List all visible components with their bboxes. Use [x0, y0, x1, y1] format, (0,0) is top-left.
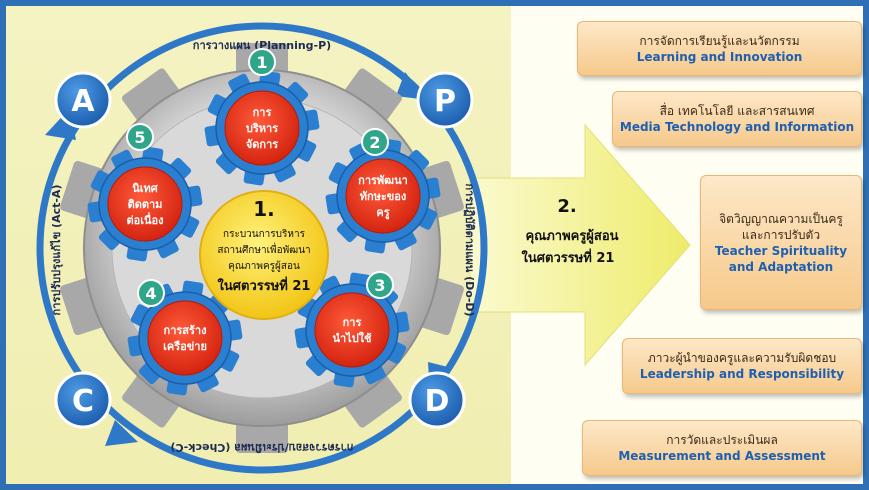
do-label: การปฏิบัติตามแผน (Do-D) — [463, 183, 476, 316]
gear-5-line-1: นิเทศ — [132, 182, 159, 195]
outcome-measurement: การวัดและประเมินผล Measurement and Asses… — [582, 420, 862, 476]
outcome-measurement-th: การวัดและประเมินผล — [666, 433, 778, 447]
gear-core — [224, 90, 300, 166]
gear-4-badge — [137, 279, 165, 307]
outcome-leadership-en: Leadership and Responsibility — [639, 367, 845, 381]
main-gear-tooth — [122, 68, 185, 129]
gear-core — [147, 300, 223, 376]
arrow-number: 2. — [557, 196, 576, 217]
gear-5-number: 5 — [134, 128, 145, 147]
do-letter: D — [425, 384, 450, 419]
gear-1-line-3: จัดการ — [246, 138, 278, 151]
outcome-media: สื่อ เทคโนโลยี และสารสนเทศ Media Technol… — [612, 91, 862, 147]
main-gear-tooth — [122, 367, 185, 428]
gear-1-line-1: การ — [253, 106, 272, 119]
center-number: 1. — [253, 197, 275, 221]
outcome-learning: การจัดการเรียนรู้และนวัตกรรม Learning an… — [577, 21, 862, 76]
gear-4-number: 4 — [145, 284, 156, 303]
act-letter: A — [71, 84, 95, 119]
outcome-leadership: ภาวะผู้นำของครูและความรับผิดชอบ Leadersh… — [622, 338, 862, 394]
outcome-media-th: สื่อ เทคโนโลยี และสารสนเทศ — [659, 104, 815, 118]
outcome-media-en: Media Technology and Information — [619, 120, 855, 134]
gear-2-line-2: ทักษะของ — [360, 190, 407, 203]
gear-core — [314, 292, 390, 368]
outcome-spirituality-th2: และการปรับตัว — [741, 227, 821, 242]
check-label: การตรวจสอบ/ประเมินผล (Check-C) — [171, 441, 354, 454]
center-line-1: กระบวนการบริหาร — [223, 229, 306, 240]
check-letter: C — [72, 384, 94, 419]
act-badge: A — [54, 71, 112, 129]
outcome-leadership-th: ภาวะผู้นำของครูและความรับผิดชอบ — [647, 351, 837, 365]
outcome-learning-th: การจัดการเรียนรู้และนวัตกรรม — [639, 33, 800, 48]
gear-core — [107, 166, 183, 242]
center-line-2: สถานศึกษาเพื่อพัฒนา — [217, 242, 310, 256]
gear-5-line-3: ต่อเนื่อง — [126, 212, 163, 227]
do-badge: D — [408, 371, 466, 429]
gear-4-line-1: การสร้าง — [164, 324, 207, 337]
gear-3-line-2: นำไปใช้ — [332, 331, 372, 345]
outcome-spirituality-en: Teacher Spirituality — [714, 243, 848, 258]
gear-3-line-1: การ — [343, 316, 362, 329]
gear-2-number: 2 — [369, 133, 380, 152]
gear-5-badge — [126, 123, 154, 151]
center-line-4: ในศตวรรษที่ 21 — [218, 276, 311, 294]
main-gear-tooth — [339, 68, 402, 129]
quality-arrow — [469, 123, 691, 367]
gear-core — [345, 158, 421, 234]
gear-5-line-2: ติดตาม — [128, 198, 163, 211]
gear-3-number: 3 — [374, 276, 385, 295]
cycle-ring — [36, 22, 488, 474]
gear-2-badge — [361, 128, 389, 156]
plan-label: การวางแผน (Planning-P) — [193, 39, 331, 52]
check-badge: C — [54, 371, 112, 429]
center-process: 1. กระบวนการบริหาร สถานศึกษาเพื่อพัฒนา ค… — [199, 190, 329, 320]
gear-1-line-2: บริหาร — [246, 122, 278, 135]
main-gear-tooth — [339, 367, 402, 428]
arrow-line-1: คุณภาพครูผู้สอน — [525, 228, 618, 244]
arrow-line-2: ในศตวรรษที่ 21 — [522, 248, 615, 266]
gear-3-badge — [366, 271, 394, 299]
plan-letter: P — [434, 84, 456, 119]
gear-1-number: 1 — [256, 53, 267, 72]
outcome-spirituality-en2: and Adaptation — [728, 259, 834, 274]
act-label: การปรับปรุงแก้ไข (Act-A) — [49, 185, 64, 316]
outcome-measurement-en: Measurement and Assessment — [618, 449, 826, 463]
outcome-learning-en: Learning and Innovation — [636, 49, 803, 64]
outcome-spirituality-th: จิตวิญญาณความเป็นครู — [719, 211, 843, 226]
gear-2-line-3: ครู — [376, 206, 389, 220]
plan-badge: P — [416, 71, 474, 129]
gear-1-badge — [248, 48, 276, 76]
outcome-spirituality: จิตวิญญาณความเป็นครู และการปรับตัว Teach… — [700, 175, 862, 310]
gear-2-line-1: การพัฒนา — [358, 174, 408, 187]
center-line-3: คุณภาพครูผู้สอน — [228, 260, 300, 272]
gear-4-line-2: เครือข่าย — [163, 340, 207, 353]
ring-arrow-check — [105, 420, 138, 446]
